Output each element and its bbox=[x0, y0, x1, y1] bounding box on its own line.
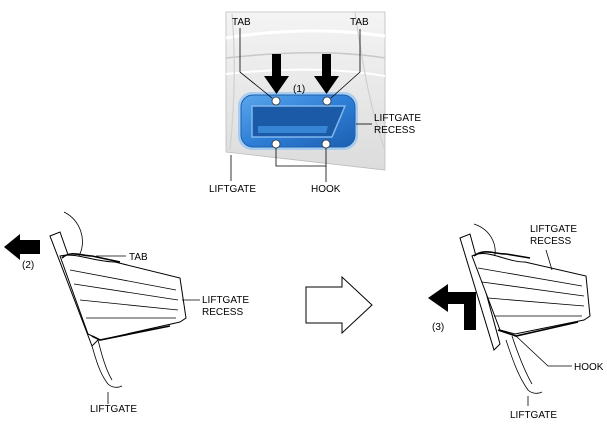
step-2-label: (2) bbox=[22, 260, 34, 271]
recess-inner-lines bbox=[477, 267, 585, 317]
step-1-label: (1) bbox=[293, 84, 305, 95]
upper-edge bbox=[63, 211, 83, 259]
liftgate-recess-section bbox=[471, 253, 591, 335]
liftgate-lower-section bbox=[91, 345, 123, 388]
recess-label-line2: RECESS bbox=[374, 125, 415, 136]
tab-left-label: TAB bbox=[232, 17, 251, 28]
hook-leader bbox=[275, 148, 327, 167]
arrow-left-icon bbox=[4, 234, 40, 260]
liftgate-panel-section bbox=[459, 233, 501, 351]
recess-top-edge bbox=[473, 251, 531, 259]
recess-tab-edge bbox=[61, 253, 121, 263]
liftgate-lower-section bbox=[511, 335, 533, 385]
recess-highlight bbox=[258, 126, 328, 133]
arrow-turn-left-icon bbox=[428, 284, 476, 330]
panel-contour bbox=[225, 51, 386, 59]
left-view: (2) TAB LIFTGATE RECESS LIFTGATE bbox=[4, 211, 249, 415]
recess-label-line1: LIFTGATE bbox=[530, 224, 577, 235]
hook-label: HOOK bbox=[311, 184, 341, 195]
recess-inner-lines bbox=[69, 269, 179, 319]
arrow-down-icon bbox=[314, 54, 339, 94]
arrow-right-outline-icon bbox=[305, 275, 373, 335]
top-view: TAB TAB (1) LIFTGATE RECESS LIFTGATE HOO… bbox=[209, 11, 421, 195]
panel-contour bbox=[354, 11, 386, 151]
hook-right-marker bbox=[321, 139, 331, 149]
tab-right-label: TAB bbox=[350, 17, 369, 28]
liftgate-label: LIFTGATE bbox=[90, 404, 137, 415]
liftgate-lower-section bbox=[97, 339, 113, 381]
recess-label-line1: LIFTGATE bbox=[202, 295, 249, 306]
recess-label-line2: RECESS bbox=[530, 236, 571, 247]
liftgate-label: LIFTGATE bbox=[510, 410, 557, 421]
step-3-label: (3) bbox=[432, 322, 444, 333]
tab-right-marker bbox=[322, 96, 332, 106]
tab-right-leader bbox=[330, 29, 361, 99]
tab-left-leader bbox=[239, 28, 273, 99]
hook-label: HOOK bbox=[574, 362, 604, 373]
right-view: (3) LIFTGATE RECESS HOOK LIFTGATE bbox=[428, 223, 604, 421]
arrow-down-icon bbox=[264, 54, 289, 94]
liftgate-label: LIFTGATE bbox=[209, 184, 256, 195]
liftgate-recess-section bbox=[59, 254, 187, 341]
tab-label: TAB bbox=[129, 252, 148, 263]
panel-contour bbox=[225, 68, 386, 77]
recess-leader bbox=[545, 249, 553, 271]
hook-left-marker bbox=[271, 139, 281, 149]
recess-bottom-edge bbox=[91, 325, 171, 341]
liftgate-lower-section bbox=[505, 339, 543, 394]
panel-contour bbox=[229, 13, 235, 151]
hook-leader bbox=[515, 335, 572, 367]
panel-contour bbox=[225, 29, 386, 40]
recess-label-line2: RECESS bbox=[202, 307, 243, 318]
recess-label-line1: LIFTGATE bbox=[374, 113, 421, 124]
tab-left-marker bbox=[271, 96, 281, 106]
